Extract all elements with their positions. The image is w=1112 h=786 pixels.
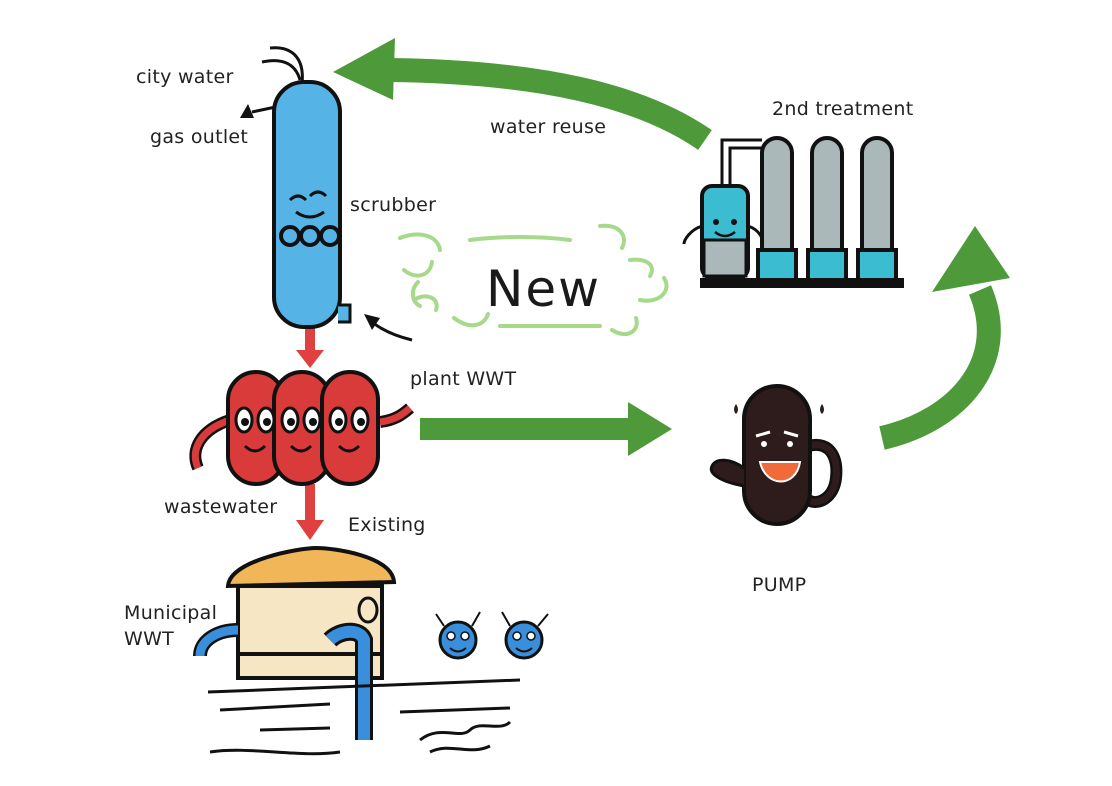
- new-to-scrubber-arrow: [364, 314, 413, 342]
- municipal-tank-icon: [193, 545, 521, 756]
- water-reuse-arrow: [333, 38, 712, 150]
- city-water-label: city water: [136, 66, 234, 88]
- wwt-to-municipal-arrow: [296, 484, 324, 540]
- new-cloud-icon: [398, 223, 669, 337]
- plant-wwt-label: plant WWT: [410, 368, 517, 390]
- new-label: New: [486, 260, 601, 318]
- treatment-unit-icon: [682, 136, 904, 288]
- existing-label: Existing: [348, 514, 426, 536]
- scrubber-to-wwt-arrow: [296, 325, 324, 368]
- wwt-to-pump-arrow: [420, 402, 672, 456]
- scrubber-label: scrubber: [350, 194, 437, 216]
- pump-to-treatment-arrow: [879, 226, 1010, 450]
- pump-label: PUMP: [752, 574, 807, 596]
- gas-outlet-label: gas outlet: [150, 126, 249, 148]
- municipal-wwt-label: Municipal WWT: [124, 602, 218, 650]
- plant-wwt-character-icon: [189, 370, 414, 486]
- wastewater-label: wastewater: [164, 496, 278, 518]
- scrubber-column-icon: [240, 46, 352, 329]
- bubble-characters-icon: [435, 611, 549, 660]
- pump-character-icon: [709, 384, 843, 526]
- water-reuse-label: water reuse: [490, 116, 607, 138]
- second-treatment-label: 2nd treatment: [772, 98, 914, 120]
